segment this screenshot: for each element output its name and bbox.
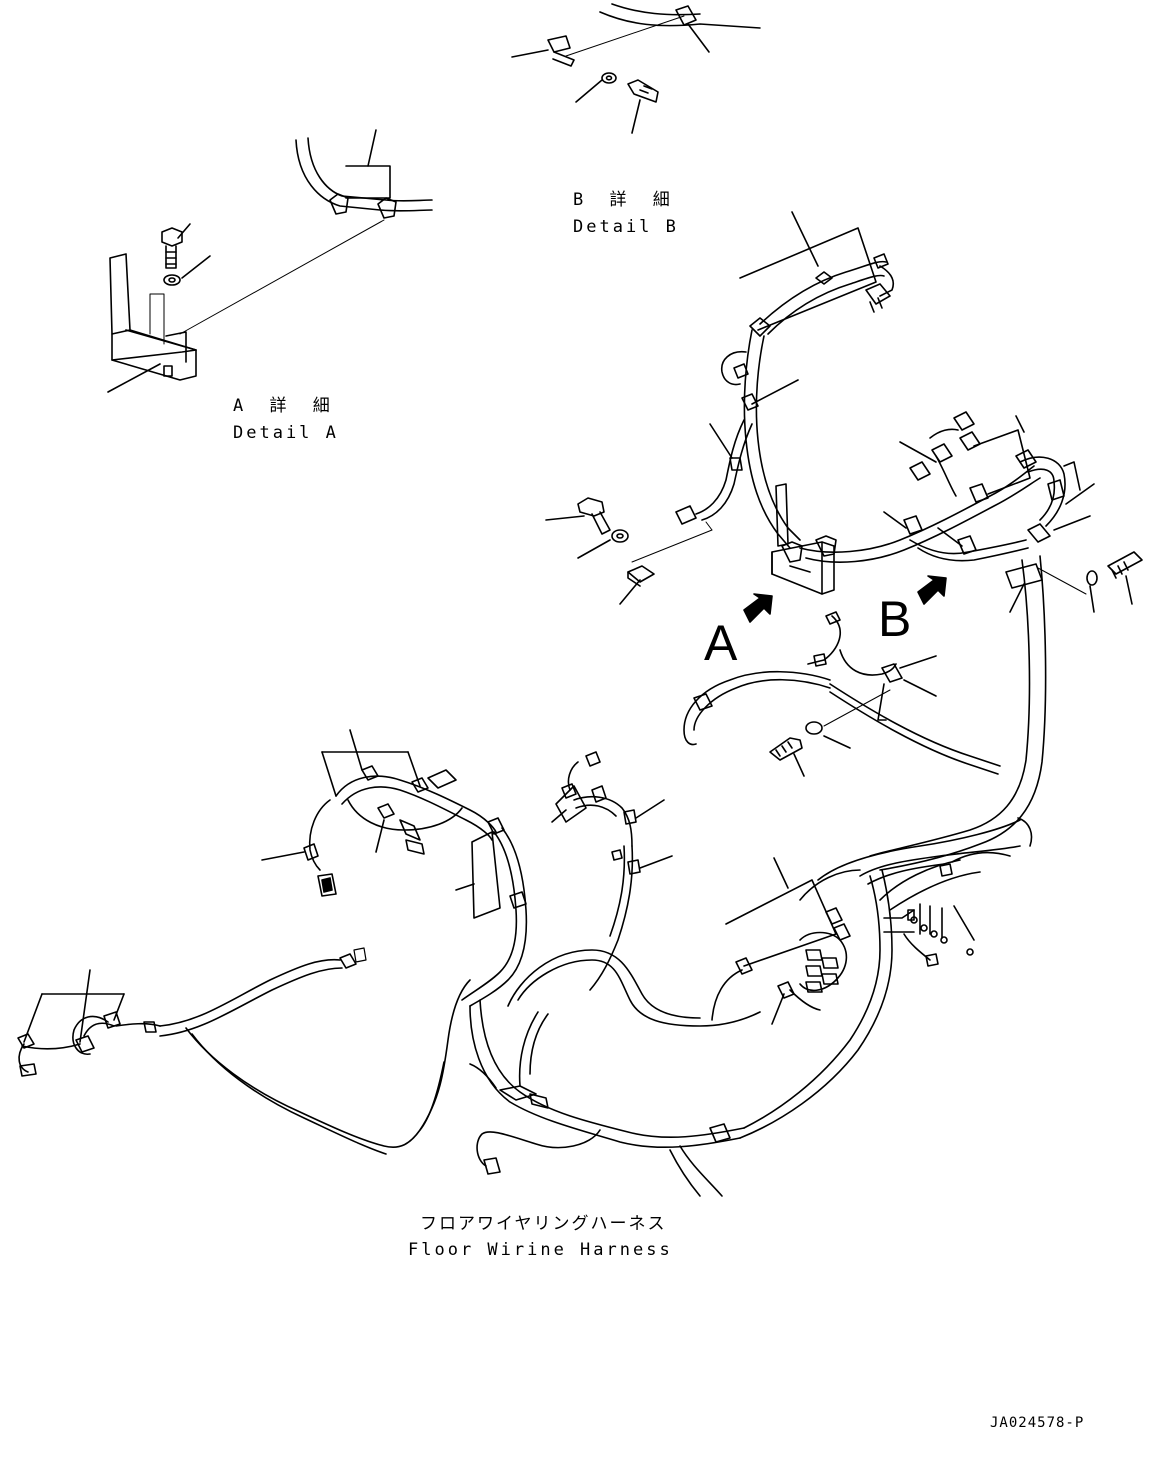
left-sub-harness: [261, 729, 528, 1007]
detail-a-jp-label: A 詳 細: [233, 396, 338, 416]
detail-b-illustration: [511, 3, 761, 134]
harness-en-label: Floor Wirine Harness: [408, 1240, 673, 1260]
central-sub-harness: [551, 751, 673, 991]
upper-harness-assembly: [545, 211, 1143, 871]
detail-a-illustration: [107, 129, 433, 393]
drawing-code: JA024578-P: [990, 1415, 1085, 1431]
view-marker-b: B: [878, 591, 912, 647]
main-floor-harness: [469, 817, 1033, 1197]
far-left-harness: [17, 947, 471, 1155]
middle-harness-branch: [683, 611, 1001, 777]
harness-jp-label: フロアワイヤリングハーネス: [420, 1214, 667, 1234]
view-marker-a: A: [704, 615, 738, 671]
detail-b-jp-label: B 詳 細: [573, 190, 678, 210]
detail-b-en-label: Detail B: [573, 217, 679, 237]
detail-a-en-label: Detail A: [233, 423, 339, 443]
